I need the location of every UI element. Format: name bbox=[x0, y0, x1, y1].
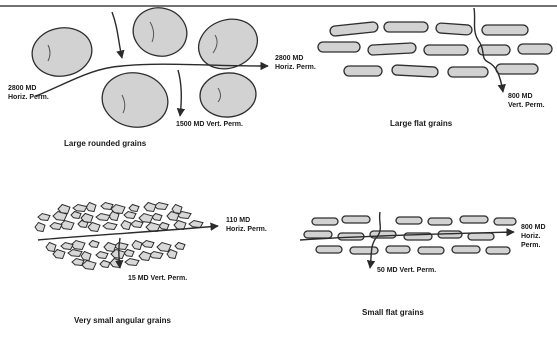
angular-grain bbox=[35, 223, 45, 232]
small-flat-grain bbox=[486, 247, 510, 254]
angular-grain bbox=[73, 205, 87, 212]
panel-small-angular-grains: 110 MD Horiz. Perm. 15 MD Vert. Perm. Ve… bbox=[35, 203, 267, 326]
angular-grain bbox=[103, 223, 117, 230]
horiz-perm-value-out: 2800 MD bbox=[275, 55, 303, 62]
angular-grain bbox=[152, 214, 162, 221]
angular-grain bbox=[189, 221, 203, 228]
panel-large-flat-grains: 800 MD Vert. Perm. Large flat grains bbox=[318, 8, 552, 128]
small-flat-grain bbox=[494, 218, 516, 225]
rounded-grain bbox=[98, 68, 172, 133]
caption-large-flat-grains: Large flat grains bbox=[390, 119, 453, 128]
angular-grain bbox=[125, 259, 139, 266]
angular-grain bbox=[124, 250, 134, 257]
horiz-perm-unit-angular: Horiz. Perm. bbox=[226, 226, 267, 233]
angular-grain bbox=[88, 223, 100, 232]
horiz-perm-unit-out: Horiz. Perm. bbox=[275, 64, 316, 71]
angular-grain bbox=[38, 214, 50, 221]
angular-grain bbox=[96, 252, 108, 259]
angular-grain bbox=[132, 241, 142, 250]
panel-large-rounded-grains: 2800 MD Horiz. Perm. 2800 MD Horiz. Perm… bbox=[8, 2, 316, 148]
angular-grain bbox=[157, 243, 171, 252]
small-flat-grain bbox=[452, 246, 480, 253]
rounded-grain bbox=[192, 11, 265, 77]
small-flat-grain bbox=[418, 247, 444, 254]
small-flat-grain bbox=[460, 216, 488, 223]
caption-small-flat-grains: Small flat grains bbox=[362, 308, 424, 317]
angular-grain bbox=[68, 250, 82, 257]
angular-grain bbox=[72, 259, 84, 266]
angular-grain bbox=[142, 241, 154, 248]
flat-grain bbox=[424, 45, 468, 55]
rounded-grain bbox=[28, 23, 95, 81]
small-flat-grain bbox=[316, 246, 342, 253]
small-flat-grain bbox=[304, 231, 332, 238]
flat-grain bbox=[518, 44, 552, 54]
small-flat-grain bbox=[350, 247, 378, 254]
horiz-perm-value-in: 2800 MD bbox=[8, 85, 36, 92]
flat-grain bbox=[496, 64, 538, 74]
flat-grain bbox=[330, 22, 379, 37]
angular-grain bbox=[121, 221, 131, 230]
flat-grain bbox=[344, 66, 382, 76]
small-flat-grain bbox=[386, 246, 410, 253]
angular-grain bbox=[53, 250, 65, 259]
caption-large-rounded-grains: Large rounded grains bbox=[64, 139, 147, 148]
angular-grain bbox=[96, 214, 110, 221]
rounded-grain bbox=[198, 71, 258, 120]
horiz-perm-value-small-flat: 800 MD bbox=[521, 224, 546, 231]
angular-grain bbox=[124, 212, 136, 219]
rounded-grain bbox=[128, 2, 193, 62]
angular-grain bbox=[129, 205, 139, 212]
flat-grain bbox=[318, 42, 360, 52]
flat-grain bbox=[482, 25, 528, 35]
angular-grain bbox=[61, 243, 73, 250]
vert-perm-label: 1500 MD Vert. Perm. bbox=[176, 121, 243, 128]
flat-grain bbox=[368, 43, 416, 55]
small-flat-grain bbox=[468, 233, 494, 240]
horiz-perm-unit-line1: Horiz. bbox=[521, 233, 541, 240]
vertical-flow-arrow-down bbox=[178, 70, 181, 116]
horiz-perm-unit-in: Horiz. Perm. bbox=[8, 94, 49, 101]
small-flat-grain bbox=[396, 217, 422, 224]
angular-grain bbox=[159, 223, 169, 230]
vert-perm-value: 800 MD bbox=[508, 93, 533, 100]
angular-grain bbox=[81, 252, 91, 261]
angular-grain bbox=[50, 223, 62, 230]
small-flat-grain bbox=[342, 216, 370, 223]
angular-grain bbox=[82, 261, 96, 270]
flat-grain bbox=[448, 67, 488, 77]
angular-grain bbox=[139, 252, 151, 261]
flat-grain bbox=[436, 23, 473, 35]
vertical-flow-arrow-small-flat bbox=[370, 212, 380, 268]
caption-small-angular-grains: Very small angular grains bbox=[74, 316, 171, 325]
angular-grain bbox=[100, 261, 110, 268]
angular-grain bbox=[131, 221, 143, 228]
angular-grain bbox=[144, 203, 156, 212]
angular-grain bbox=[86, 203, 96, 212]
vert-perm-label-small-flat: 50 MD Vert. Perm. bbox=[377, 267, 436, 274]
vert-perm-unit: Vert. Perm. bbox=[508, 102, 545, 109]
angular-grain bbox=[101, 203, 113, 210]
angular-grain bbox=[46, 243, 56, 252]
vert-perm-label-angular: 15 MD Vert. Perm. bbox=[128, 275, 187, 282]
horiz-perm-unit-line2: Perm. bbox=[521, 242, 541, 249]
small-flat-grain bbox=[428, 218, 452, 225]
angular-grain bbox=[104, 243, 116, 252]
horiz-perm-value-angular: 110 MD bbox=[226, 217, 250, 224]
panel-small-flat-grains: 800 MD Horiz. Perm. 50 MD Vert. Perm. Sm… bbox=[300, 212, 546, 317]
angular-grain bbox=[89, 241, 99, 248]
angular-grain bbox=[71, 212, 81, 219]
vertical-flow-arrow-top bbox=[112, 12, 122, 58]
small-flat-grain bbox=[312, 218, 338, 225]
angular-grain bbox=[139, 214, 153, 223]
flat-grain bbox=[392, 65, 438, 77]
angular-grain bbox=[175, 243, 185, 250]
flat-grain bbox=[384, 22, 428, 32]
